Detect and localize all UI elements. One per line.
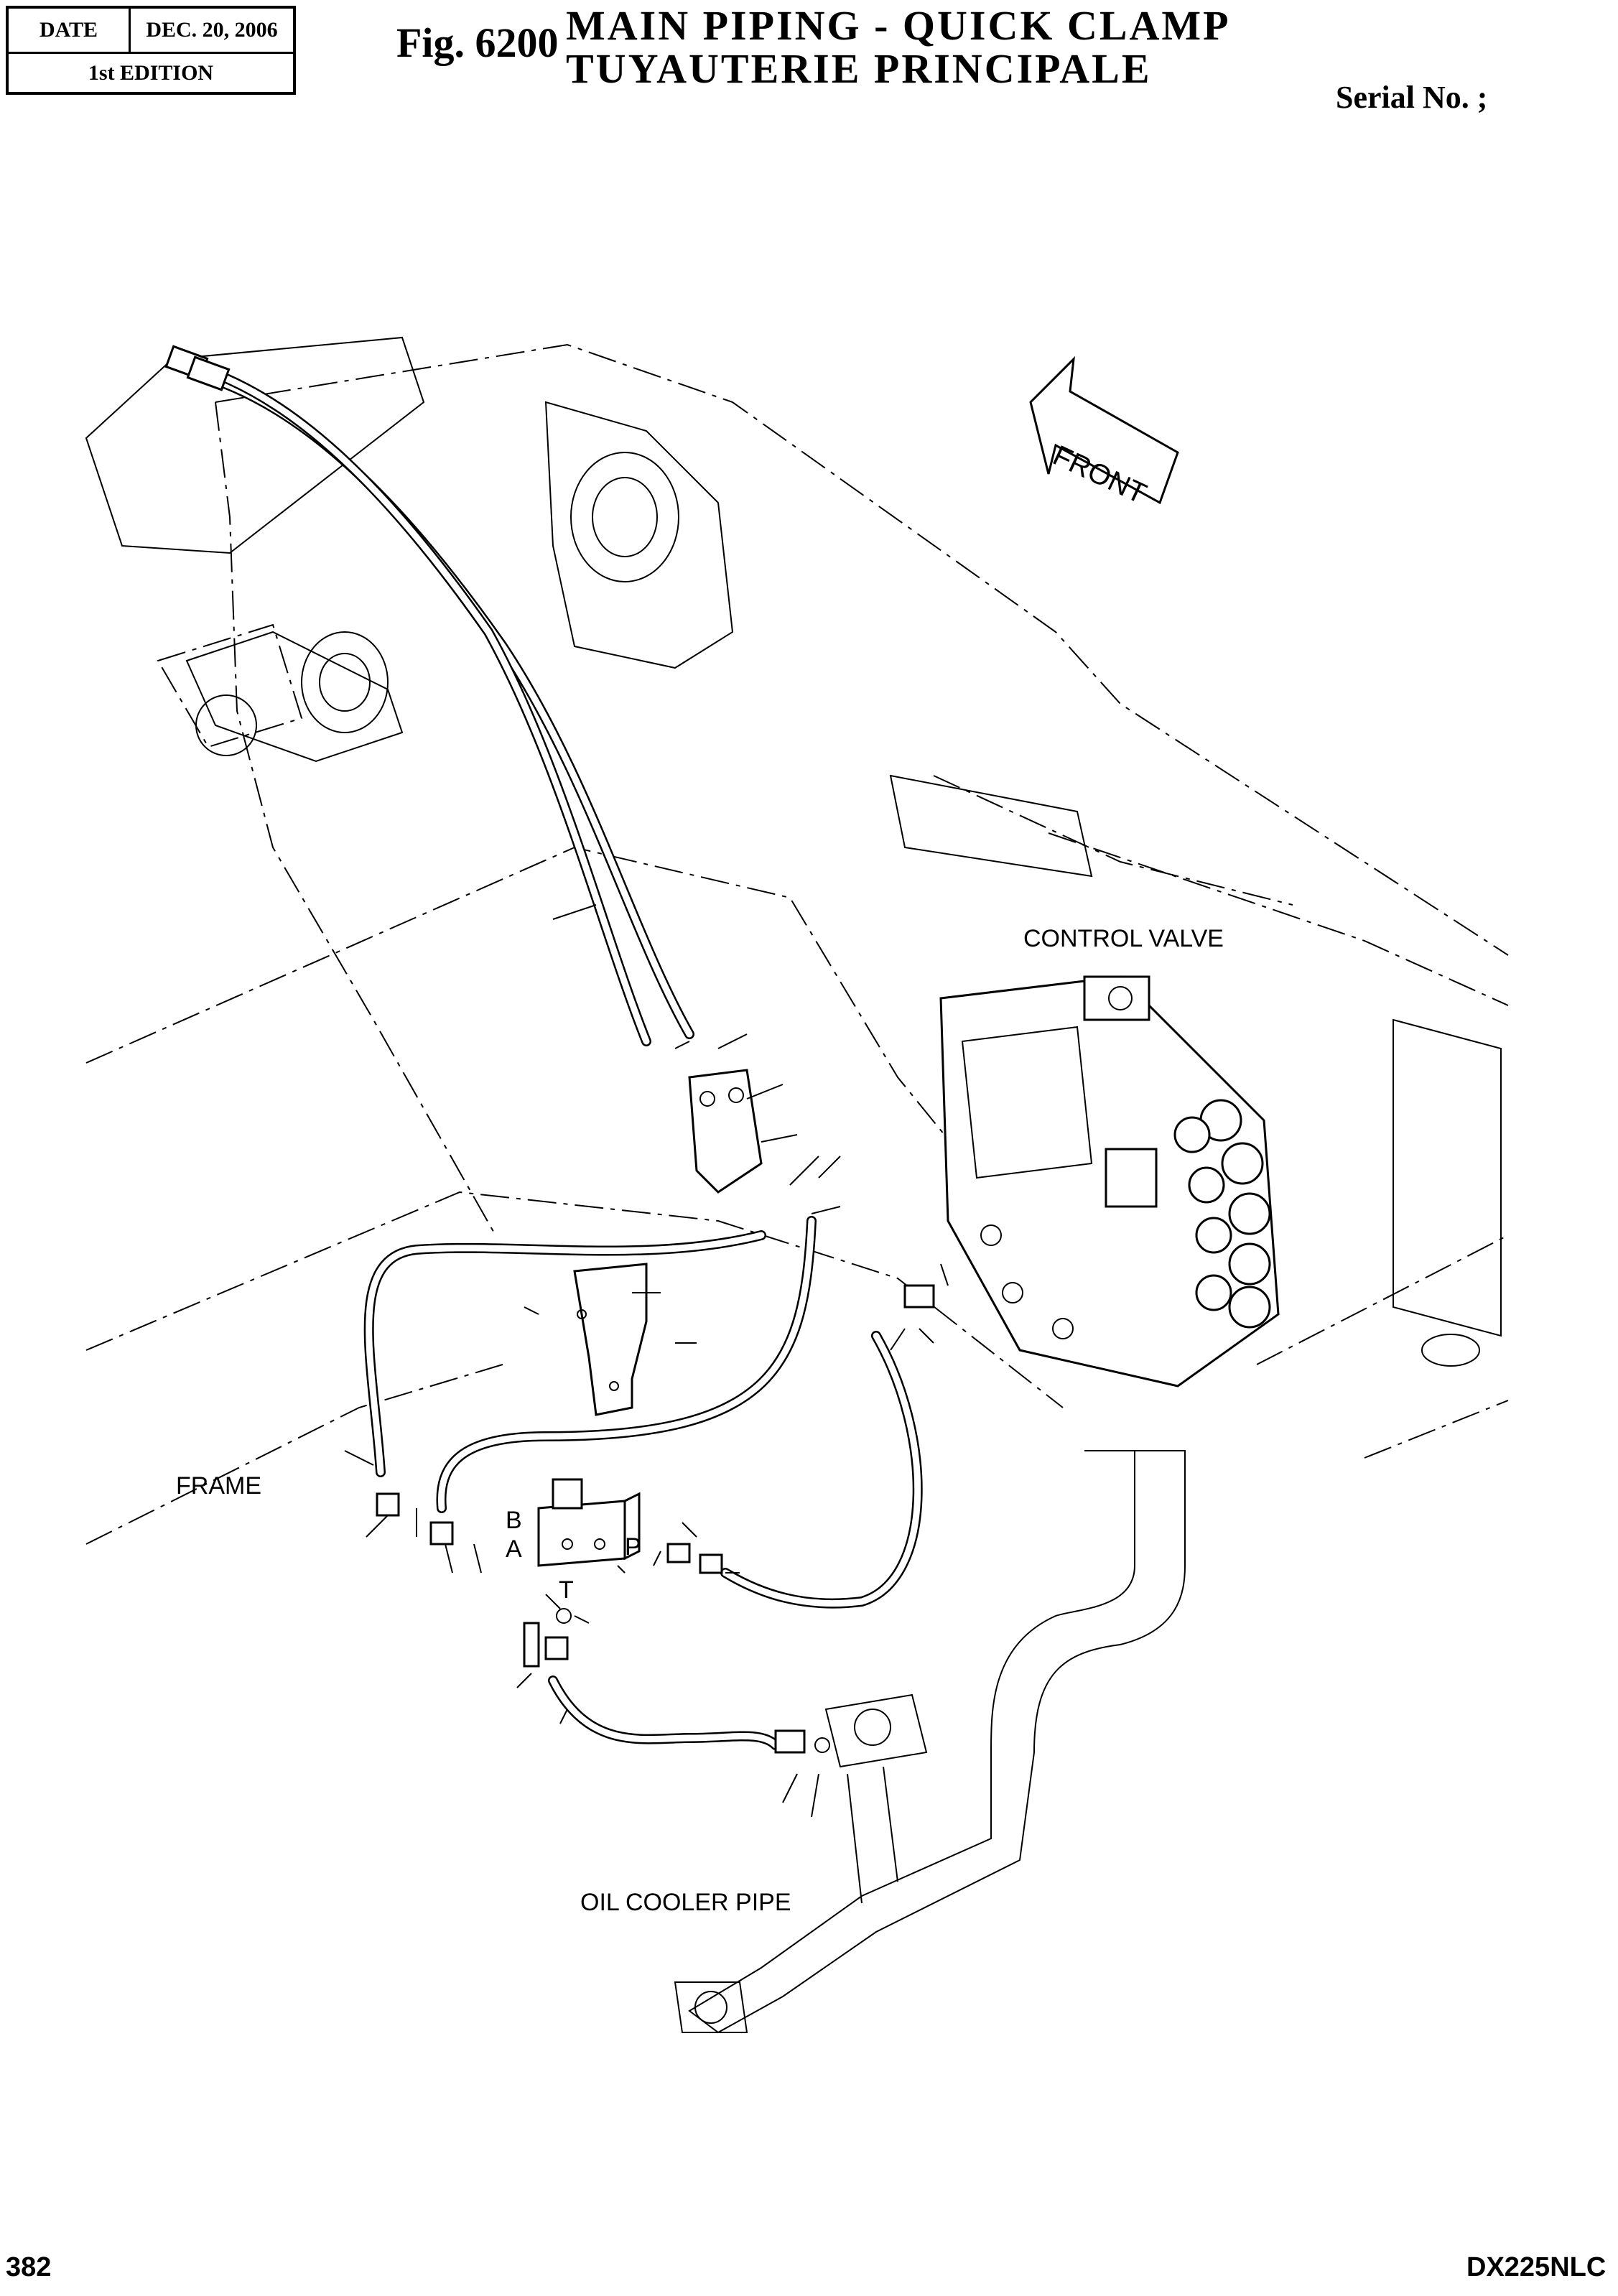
oil-cooler-pipe-label: OIL COOLER PIPE: [580, 1889, 791, 1916]
model-number: DX225NLC: [1466, 2252, 1607, 2282]
control-valve-label: CONTROL VALVE: [1023, 925, 1224, 952]
control-valve: [939, 975, 1280, 1388]
figure-title-french: TUYAUTERIE PRINCIPALE: [566, 45, 1152, 92]
port-p-label: P: [625, 1533, 641, 1561]
front-hoses: [164, 345, 694, 1046]
page-number: 382: [6, 2252, 52, 2282]
edition-label: 1st EDITION: [88, 61, 214, 85]
date-value: DEC. 20, 2006: [146, 18, 278, 42]
port-a-label: A: [506, 1535, 522, 1563]
mounting-plate: [573, 1263, 648, 1416]
frame-label: FRAME: [176, 1472, 261, 1500]
date-row: DATE DEC. 20, 2006: [9, 9, 293, 54]
oil-cooler-pipe: [674, 1450, 1186, 2034]
boom-mount: [85, 336, 1502, 1367]
front-arrow-icon: [1029, 355, 1179, 505]
date-label: DATE: [9, 9, 131, 52]
leader-lines: [344, 904, 949, 1818]
port-b-label: B: [506, 1507, 522, 1534]
edition-box: DATE DEC. 20, 2006 1st EDITION: [6, 6, 296, 95]
port-t-label: T: [559, 1576, 574, 1604]
figure-title-english: MAIN PIPING - QUICK CLAMP: [566, 2, 1231, 49]
hose-bracket: [688, 1069, 763, 1194]
valve-hoses: [363, 1216, 923, 1750]
quick-clamp-valve: [537, 1478, 641, 1567]
fittings: [376, 1284, 935, 1754]
figure-number: Fig. 6200: [396, 19, 559, 66]
serial-number-label: Serial No. ;: [1336, 80, 1488, 115]
frame-outline: [85, 343, 1509, 1545]
